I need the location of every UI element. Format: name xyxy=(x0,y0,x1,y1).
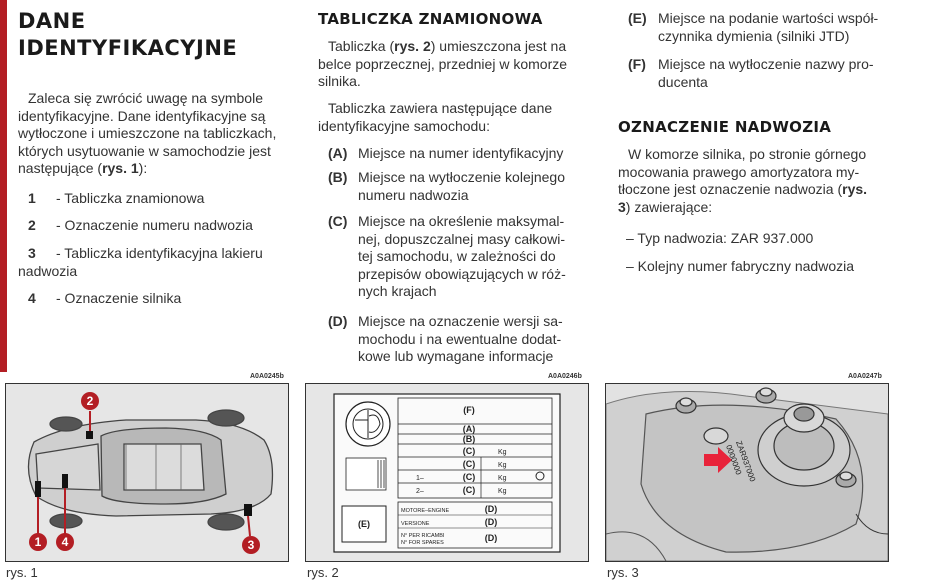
plate-field-item: (C) Miejsce na określenie maksymal-nej, … xyxy=(328,213,566,299)
intro-paragraph: Zaleca się zwrócić uwagę na symbole iden… xyxy=(18,90,277,176)
svg-text:1: 1 xyxy=(35,535,42,549)
alfa-romeo-logo xyxy=(345,401,391,447)
svg-text:Kg: Kg xyxy=(498,475,507,482)
plate-field-item: (E) Miejsce na podanie wartości współ-cz… xyxy=(628,10,879,44)
svg-text:3: 3 xyxy=(248,538,255,552)
plate-label-f: (F) xyxy=(463,405,475,415)
plate-location-paragraph: Tabliczka (rys. 2) umieszczona jest na b… xyxy=(318,38,568,89)
plate-label-d: (D) xyxy=(485,533,498,543)
identification-plate-illustration: (F) (A) (B) (C) (C) (C) (C) Kg Kg Kg Kg … xyxy=(306,384,588,561)
car-top-view-illustration: 1 2 3 4 xyxy=(6,384,288,561)
section-title-plate: TABLICZKA ZNAMIONOWA xyxy=(318,10,543,28)
figure-code: A0A0246b xyxy=(548,373,582,380)
plate-label-a: (A) xyxy=(463,424,476,434)
callout-marker-4: 4 xyxy=(56,533,74,551)
figure-2-plate-diagram: (F) (A) (B) (C) (C) (C) (C) Kg Kg Kg Kg … xyxy=(305,383,589,562)
callout-marker-3: 3 xyxy=(242,536,260,554)
figure-1-car-diagram: 1 2 3 4 xyxy=(5,383,289,562)
svg-text:N° FOR SPARES: N° FOR SPARES xyxy=(401,540,444,546)
callout-marker-1: 1 xyxy=(29,533,47,551)
body-type-line: – Typ nadwozia: ZAR 937.000 xyxy=(626,230,814,246)
svg-text:MOTORE–ENGINE: MOTORE–ENGINE xyxy=(401,508,450,514)
figure-3-body-marking-diagram: ZAR937000 0000000 xyxy=(605,383,889,562)
plate-label-d: (D) xyxy=(485,504,498,514)
plate-contents-paragraph: Tabliczka zawiera następujące dane ident… xyxy=(318,100,553,134)
svg-text:Kg: Kg xyxy=(498,449,507,456)
svg-text:VERSIONE: VERSIONE xyxy=(401,521,430,527)
plate-label-c: (C) xyxy=(463,459,476,469)
title-line-1: DANE xyxy=(18,9,86,33)
location-list-item: 2- Oznaczenie numeru nadwozia xyxy=(28,217,253,233)
section-sidebar-bar xyxy=(0,0,7,372)
title-line-2: IDENTYFIKACYJNE xyxy=(18,36,238,60)
plate-label-e: (E) xyxy=(358,519,370,529)
svg-text:N° PER RICAMBI: N° PER RICAMBI xyxy=(401,533,445,539)
figure-caption: rys. 3 xyxy=(607,565,639,580)
strut-mount-illustration: ZAR937000 0000000 xyxy=(605,384,889,562)
page-title: DANE IDENTYFIKACYJNE xyxy=(18,8,237,62)
location-list-item: 4- Oznaczenie silnika xyxy=(28,290,182,306)
svg-text:2–: 2– xyxy=(416,488,424,495)
figure-caption: rys. 1 xyxy=(6,565,38,580)
plate-field-item: (F) Miejsce na wytłoczenie nazwy pro-duc… xyxy=(628,56,874,90)
figure-caption: rys. 2 xyxy=(307,565,339,580)
highlight-arrow-icon xyxy=(704,447,732,473)
plate-field-item: (A) Miejsce na numer identyfikacyjny xyxy=(328,145,564,161)
plate-label-c: (C) xyxy=(463,485,476,495)
svg-text:1–: 1– xyxy=(416,475,424,482)
plate-label-c: (C) xyxy=(463,446,476,456)
body-marking-paragraph: W komorze silnika, po stronie górnego mo… xyxy=(618,146,868,215)
location-list-item: 1- Tabliczka znamionowa xyxy=(28,190,205,206)
location-list-item: 3- Tabliczka identyfikacyjna lakieru nad… xyxy=(18,245,263,279)
plate-label-c: (C) xyxy=(463,472,476,482)
section-title-body: OZNACZENIE NADWOZIA xyxy=(618,118,832,136)
callout-marker-2: 2 xyxy=(81,392,99,410)
plate-label-b: (B) xyxy=(463,434,476,444)
figure-code: A0A0247b xyxy=(848,373,882,380)
svg-text:Kg: Kg xyxy=(498,462,507,469)
serial-number-line: – Kolejny numer fabryczny nadwozia xyxy=(626,258,855,274)
figure-code: A0A0245b xyxy=(250,373,284,380)
svg-text:4: 4 xyxy=(62,535,69,549)
plate-field-item: (D) Miejsce na oznaczenie wersji sa-moch… xyxy=(328,313,563,364)
svg-text:2: 2 xyxy=(87,394,94,408)
paint-plate-hatch xyxy=(345,457,387,491)
svg-text:Kg: Kg xyxy=(498,488,507,495)
plate-label-d: (D) xyxy=(485,517,498,527)
